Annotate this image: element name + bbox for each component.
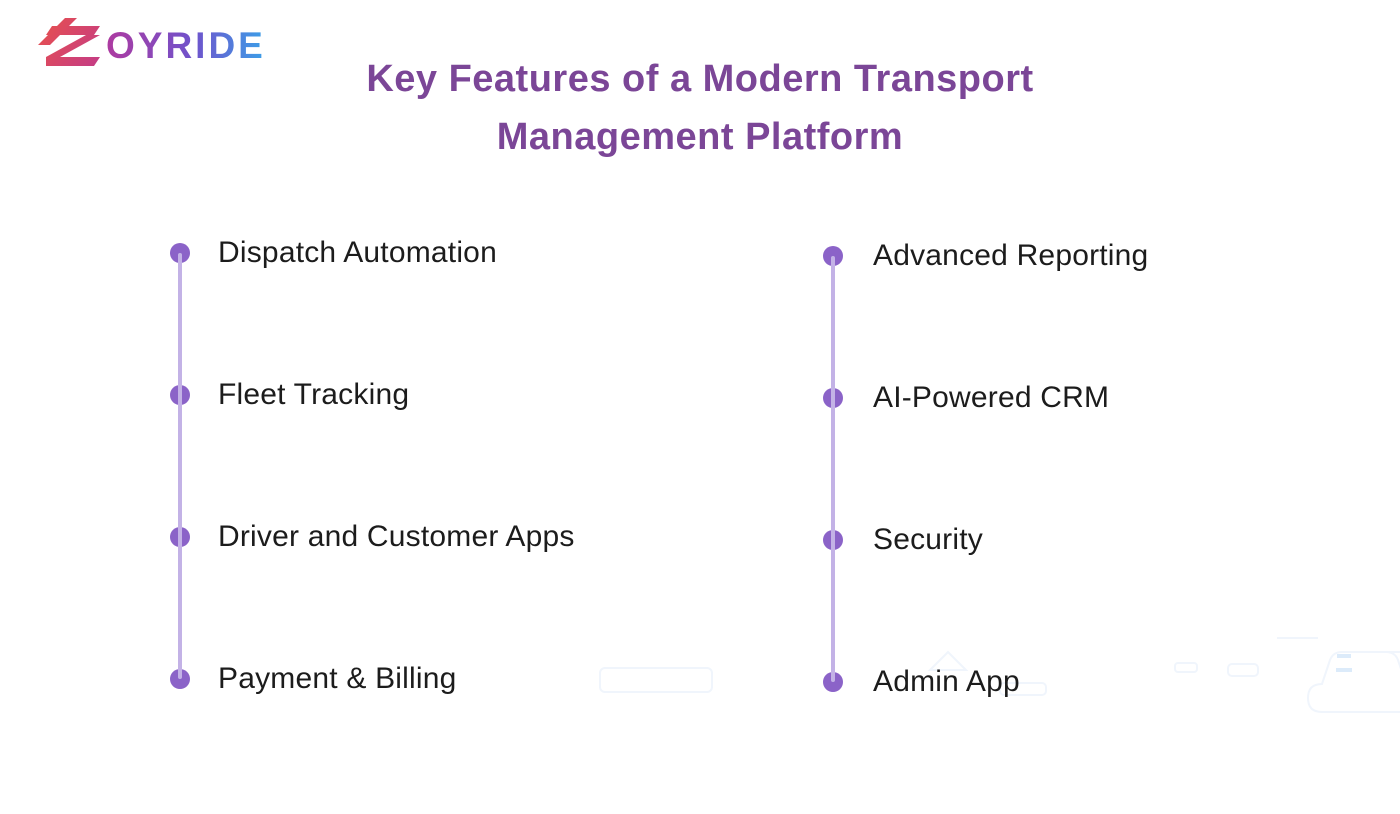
feature-label: Advanced Reporting [873, 239, 1149, 272]
zoyride-logo: OYRIDE [38, 18, 266, 70]
list-item: Dispatch Automation [170, 236, 790, 385]
list-item: Admin App [823, 665, 1400, 814]
list-item: AI-Powered CRM [823, 381, 1400, 530]
feature-column-right: Advanced Reporting AI-Powered CRM Securi… [823, 239, 1400, 814]
bullet-dot [823, 672, 843, 692]
feature-label: Admin App [873, 665, 1020, 698]
logo-z-icon [38, 18, 100, 66]
feature-label: Driver and Customer Apps [218, 520, 575, 553]
list-item: Advanced Reporting [823, 239, 1400, 388]
feature-label: Security [873, 523, 983, 556]
feature-label: Fleet Tracking [218, 378, 410, 411]
feature-label: AI-Powered CRM [873, 381, 1110, 414]
bullet-dot [170, 669, 190, 689]
logo-wordmark: OYRIDE [106, 27, 266, 70]
list-item: Driver and Customer Apps [170, 520, 790, 669]
page-title-line2: Management Platform [496, 116, 904, 158]
page-title: Key Features of a Modern Transport Manag… [0, 50, 1400, 166]
timeline-line [178, 253, 182, 679]
timeline-line [831, 256, 835, 682]
feature-label: Dispatch Automation [218, 236, 497, 269]
feature-column-left: Dispatch Automation Fleet Tracking Drive… [170, 236, 790, 811]
feature-label: Payment & Billing [218, 662, 457, 695]
list-item: Fleet Tracking [170, 378, 790, 527]
page-title-line1: Key Features of a Modern Transport [366, 58, 1034, 100]
list-item: Payment & Billing [170, 662, 790, 811]
list-item: Security [823, 523, 1400, 672]
